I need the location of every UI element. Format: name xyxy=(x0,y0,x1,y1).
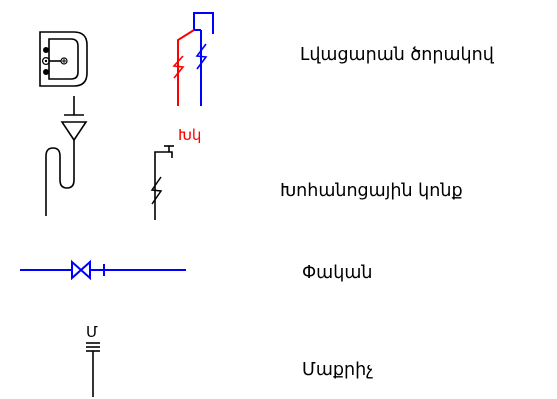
hot-cold-riser-icon xyxy=(172,12,214,106)
drain-trap-icon xyxy=(45,96,88,216)
tap-tag: Խկ xyxy=(178,126,201,144)
meter-icon xyxy=(86,342,100,397)
washbasin-label: Լվացարան ծորակով xyxy=(300,45,495,65)
drain-pipe-label: Խոհանոցային կոնք xyxy=(280,181,463,201)
meter-label: Մաքրիչ xyxy=(302,360,373,380)
valve-icon xyxy=(20,259,186,281)
washbasin-icon xyxy=(39,31,88,87)
tap-icon xyxy=(150,145,174,220)
meter-tag: Մ xyxy=(86,323,98,341)
valve-label: Փական xyxy=(302,263,372,283)
